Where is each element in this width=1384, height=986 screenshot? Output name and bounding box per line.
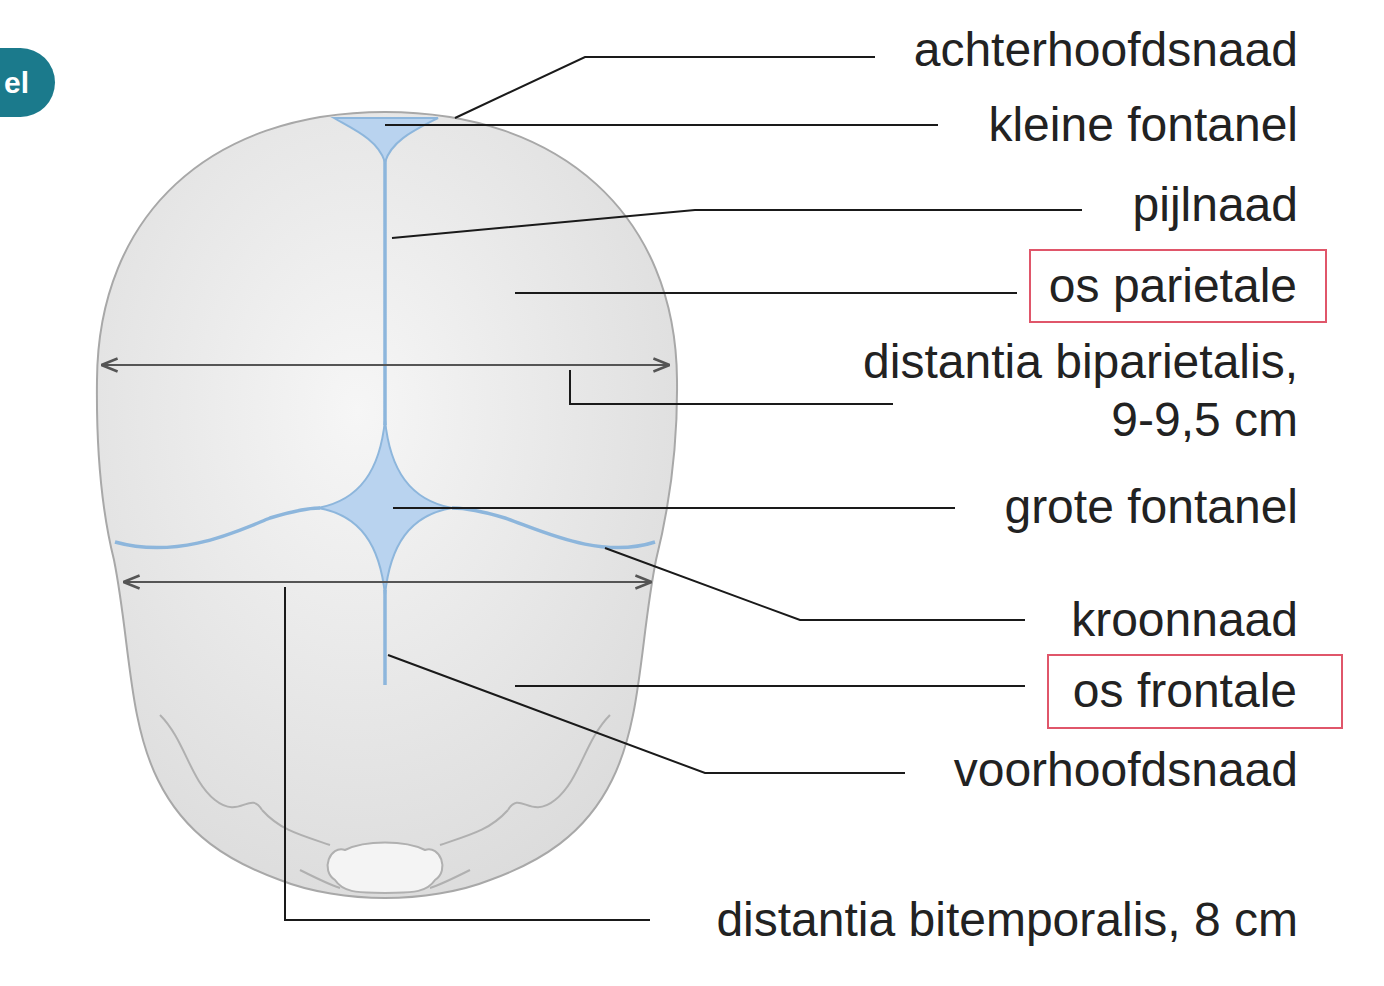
skull-outline: [97, 112, 677, 898]
part-label: kroonnaad: [1071, 591, 1298, 649]
part-label: achterhoofdsnaad: [914, 21, 1298, 79]
section-badge: el: [0, 48, 55, 117]
badge-text: el: [4, 65, 29, 101]
part-label: voorhoofdsnaad: [954, 741, 1298, 799]
highlight-box: os parietale: [1029, 249, 1327, 323]
nose: [328, 843, 443, 894]
part-label: grote fontanel: [1004, 478, 1298, 536]
part-label: pijlnaad: [1133, 176, 1298, 234]
highlight-box: os frontale: [1047, 654, 1343, 729]
bone-name: os parietale: [1049, 257, 1298, 315]
part-label: distantia bitemporalis, 8 cm: [716, 891, 1298, 949]
bone-name: os frontale: [1073, 662, 1298, 720]
measure-arrows: [103, 365, 668, 582]
sutures: [115, 160, 655, 685]
part-label: distantia biparietalis, 9-9,5 cm: [828, 333, 1298, 449]
part-label: kleine fontanel: [988, 96, 1298, 154]
